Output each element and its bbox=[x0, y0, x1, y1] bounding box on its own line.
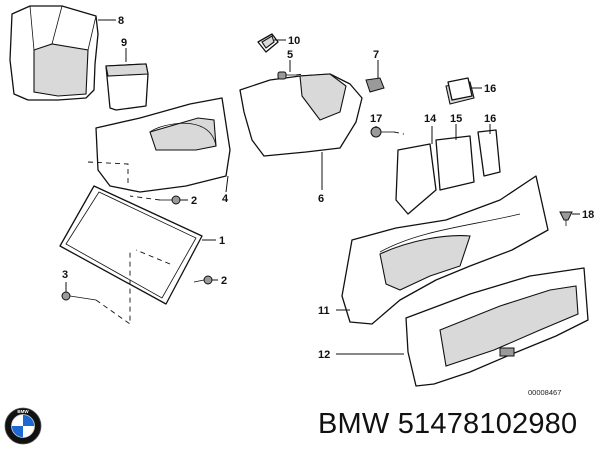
callout-8: 8 bbox=[118, 15, 124, 27]
part-16-clip bbox=[447, 77, 473, 101]
callout-17: 17 bbox=[370, 113, 382, 125]
part-18-clip bbox=[559, 211, 573, 226]
part-15-bracket bbox=[477, 129, 501, 177]
callout-14: 15 bbox=[450, 113, 462, 125]
part-3-screw bbox=[61, 291, 97, 301]
callouts: 8 9 10 5 7 16 14 15 16 17 18 4 6 2 1 2 3… bbox=[62, 15, 594, 361]
part-8-trim-bracket bbox=[9, 5, 99, 101]
part-12-lower-trim-panel bbox=[405, 267, 589, 387]
part-4-side-trim-panel bbox=[95, 97, 231, 193]
callout-2-upper: 2 bbox=[191, 195, 197, 207]
part-2-screw-lower bbox=[193, 275, 213, 285]
part-5-upper-trim-cover bbox=[239, 73, 363, 157]
part-2-screw-upper bbox=[160, 195, 181, 205]
callout-1: 1 bbox=[219, 235, 225, 247]
part-10-clip bbox=[257, 33, 279, 53]
callout-18: 18 bbox=[582, 209, 594, 221]
callout-16: 16 bbox=[484, 83, 496, 95]
callout-5: 6 bbox=[318, 193, 324, 205]
callout-7: 7 bbox=[373, 49, 379, 61]
callout-4: 4 bbox=[222, 193, 229, 205]
part-11-side-trim-panel bbox=[341, 175, 549, 325]
part-7-clip bbox=[365, 77, 385, 93]
callout-3: 3 bbox=[62, 269, 68, 281]
callout-12: 12 bbox=[318, 349, 330, 361]
callout-10: 10 bbox=[288, 35, 300, 47]
callout-15: 16 bbox=[484, 113, 496, 125]
diagram-code: 00008467 bbox=[528, 388, 562, 397]
callout-9: 9 bbox=[121, 37, 127, 49]
callout-6: 5 bbox=[287, 49, 293, 61]
part-number-caption: BMW 51478102980 bbox=[318, 408, 578, 440]
part-13-bracket bbox=[395, 143, 437, 215]
leader-lines bbox=[65, 19, 580, 355]
part-9-storage-bin bbox=[105, 63, 149, 111]
callout-13: 14 bbox=[424, 113, 437, 125]
callout-2-lower: 2 bbox=[221, 275, 227, 287]
part-17-fastener bbox=[370, 126, 394, 138]
svg-text:BMW: BMW bbox=[17, 409, 29, 414]
part-6-screw bbox=[277, 71, 296, 80]
part-1-cover-plate bbox=[59, 185, 203, 305]
callout-11: 11 bbox=[318, 305, 330, 317]
assembly-dashed-lines bbox=[87, 73, 405, 325]
bmw-logo-icon: BMW bbox=[4, 407, 42, 445]
